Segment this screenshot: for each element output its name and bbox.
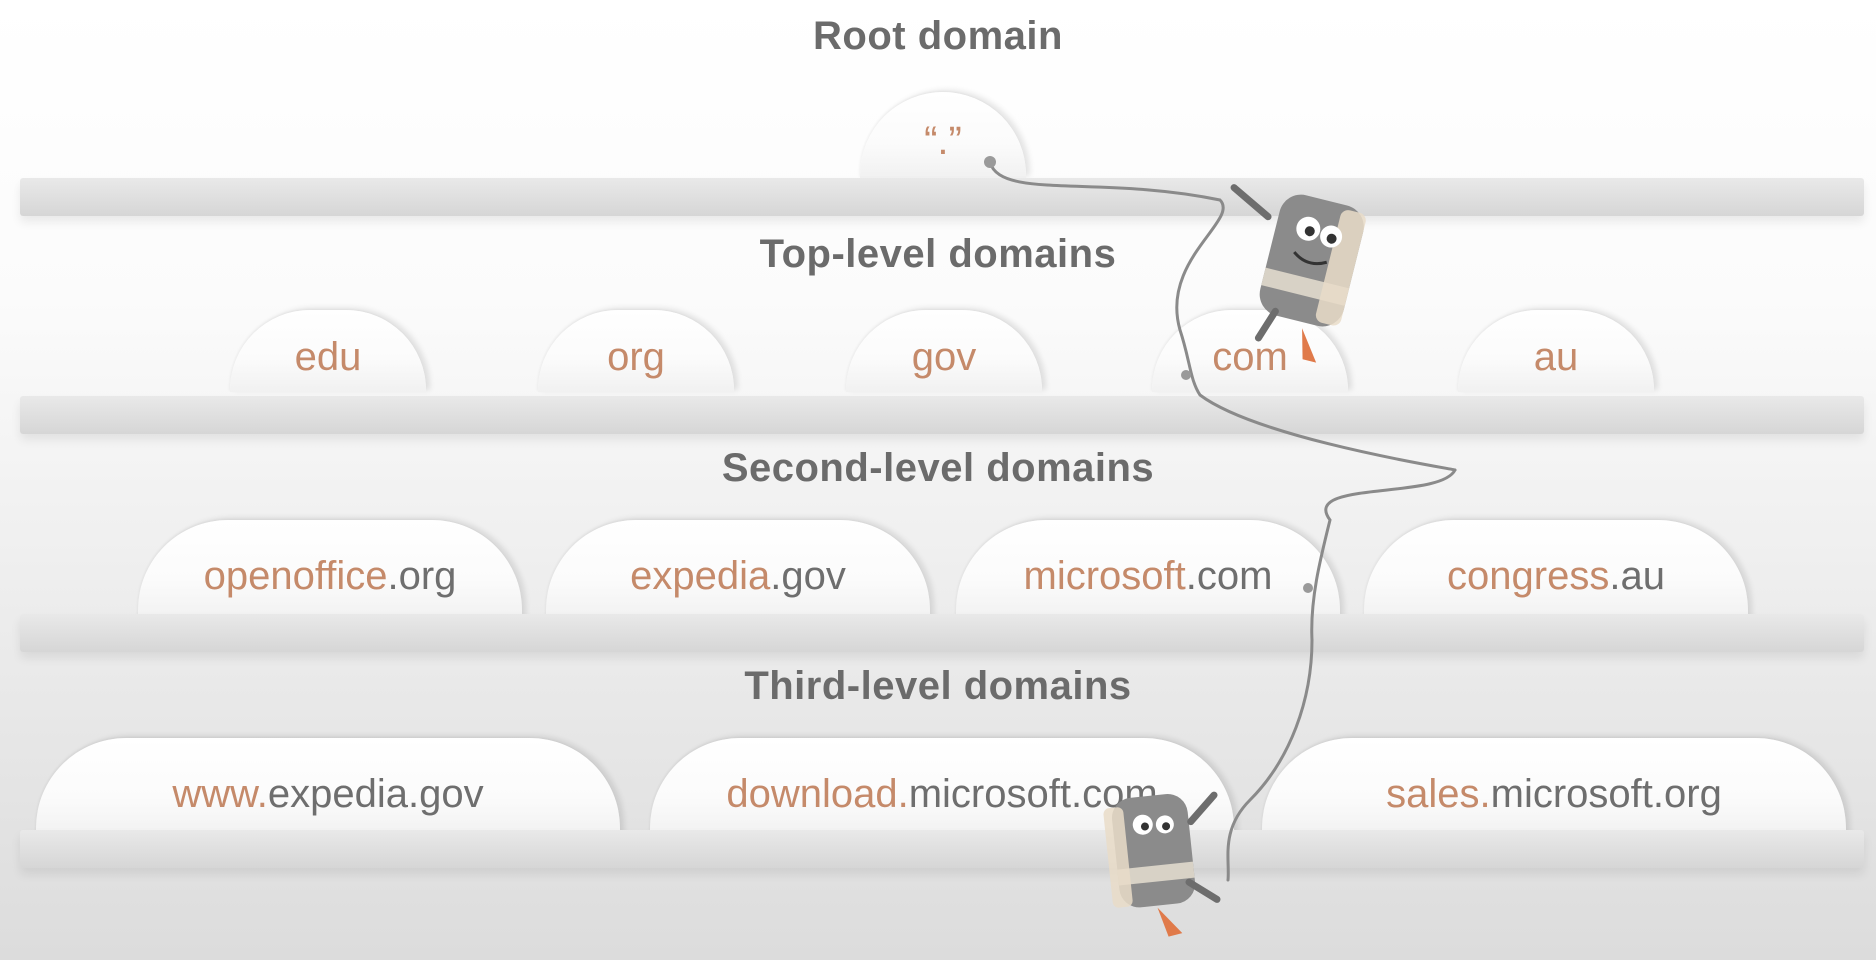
rocket-flame-icon <box>1158 905 1183 937</box>
robot-climber-icon <box>1102 789 1228 942</box>
rope-anchor-root <box>984 156 996 168</box>
rope-path <box>990 162 1455 880</box>
rope-anchor-com <box>1181 370 1191 380</box>
rope-anchor-microsoft <box>1303 583 1313 593</box>
rocket-flame-icon <box>1295 328 1324 362</box>
